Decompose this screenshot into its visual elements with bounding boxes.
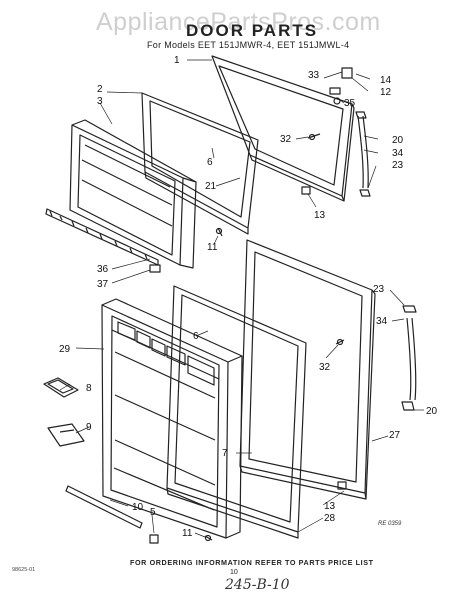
- callout-numbers: 1 2 3 33 14 12 35 32 20 34 23 6 21 13 11…: [59, 55, 438, 539]
- callout-20-upper: 20: [392, 135, 404, 146]
- document-code: 98625-01: [12, 567, 36, 573]
- callout-3: 3: [97, 96, 103, 107]
- callout-10: 10: [132, 502, 144, 513]
- callout-7: 7: [222, 448, 228, 459]
- freezer-door-liner: [69, 119, 197, 269]
- callout-13-upper: 13: [314, 210, 326, 221]
- callout-9: 9: [86, 422, 92, 433]
- fresh-food-door-panel: [239, 239, 376, 500]
- handwritten-note: 245-B-10: [225, 577, 290, 593]
- callout-34-lower: 34: [376, 316, 388, 327]
- callout-29: 29: [59, 344, 71, 355]
- callout-2: 2: [97, 84, 103, 95]
- callout-27: 27: [389, 430, 401, 441]
- fresh-food-door-liner: [101, 298, 243, 539]
- callout-36: 36: [97, 264, 109, 275]
- callout-35: 35: [344, 98, 356, 109]
- fresh-food-gasket: [166, 285, 307, 539]
- fresh-food-hardware: [43, 305, 417, 544]
- freezer-gasket: [141, 92, 259, 235]
- callout-32-lower: 32: [319, 362, 331, 373]
- freezer-door-panel: [211, 55, 355, 202]
- callout-6-lower: 6: [193, 331, 199, 342]
- callout-21: 21: [205, 181, 217, 192]
- page-title: DOOR PARTS: [186, 21, 319, 40]
- callout-20-lower: 20: [426, 406, 438, 417]
- callout-14: 14: [380, 75, 392, 86]
- callout-33: 33: [308, 70, 320, 81]
- reference-code: RE 0359: [378, 521, 402, 527]
- callout-11-lower: 11: [182, 528, 193, 539]
- page-number: 10: [230, 569, 238, 576]
- callout-34-upper: 34: [392, 148, 404, 159]
- ordering-footer: FOR ORDERING INFORMATION REFER TO PARTS …: [130, 558, 374, 567]
- callout-1: 1: [174, 55, 180, 66]
- callout-12: 12: [380, 87, 392, 98]
- callout-13-lower: 13: [324, 501, 336, 512]
- callout-28: 28: [324, 513, 336, 524]
- freezer-hardware: [149, 67, 371, 273]
- callout-8: 8: [86, 383, 92, 394]
- leader-lines: [59, 59, 424, 538]
- callout-5: 5: [150, 507, 156, 518]
- freezer-shelf-bar: [45, 208, 159, 266]
- callout-37: 37: [97, 279, 109, 290]
- callout-11-upper: 11: [207, 242, 218, 253]
- model-subtitle: For Models EET 151JMWR-4, EET 151JMWL-4: [147, 40, 350, 50]
- callout-32-upper: 32: [280, 134, 292, 145]
- watermark: AppliancePartsPros.com: [96, 8, 381, 36]
- callout-23-lower: 23: [373, 284, 385, 295]
- callout-6-upper: 6: [207, 157, 213, 168]
- callout-23-upper: 23: [392, 160, 404, 171]
